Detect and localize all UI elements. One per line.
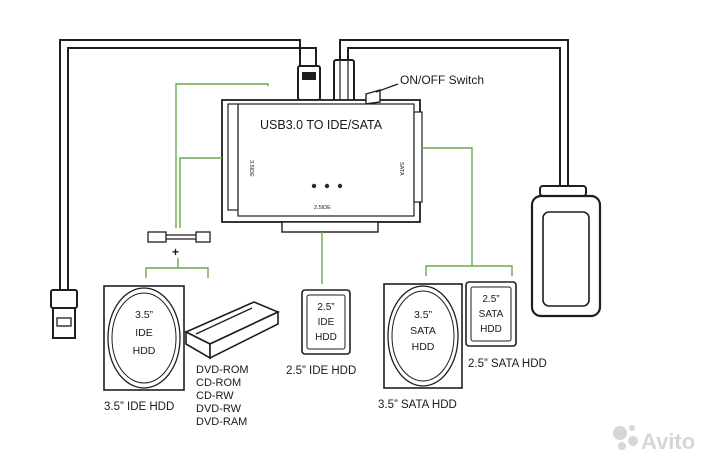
- led-2: [324, 183, 330, 189]
- sata25-line1: 2.5”: [482, 294, 499, 305]
- power-cable: [339, 39, 569, 192]
- usb-plug-icon: [50, 65, 321, 339]
- hdd-icon: 3.5” SATA HDD: [383, 283, 463, 389]
- optical-caption-3: CD-RW: [196, 390, 234, 402]
- ide25-caption: 2.5” IDE HDD: [286, 365, 356, 377]
- optical-caption-1: DVD-ROM: [196, 364, 249, 376]
- optical-caption-4: DVD-RW: [196, 403, 242, 415]
- ide25-line1: 2.5”: [317, 302, 334, 313]
- sata35-line2: SATA: [410, 325, 436, 337]
- led-3: [337, 183, 343, 189]
- hdd-icon: 3.5” IDE HDD: [103, 285, 185, 391]
- dc-jack-icon: [333, 59, 355, 103]
- power-adapter-icon: [530, 185, 602, 318]
- right-port-label: SATA: [398, 162, 404, 176]
- ide25-line3: HDD: [315, 332, 337, 343]
- optical-drive-icon: [184, 301, 280, 360]
- adapter-title: USB3.0 TO IDE/SATA: [260, 118, 383, 132]
- sata35-line3: HDD: [412, 341, 435, 353]
- sata25-caption: 2.5” SATA HDD: [468, 358, 547, 370]
- led-1: [311, 183, 317, 189]
- sata35-caption: 3.5” SATA HDD: [378, 399, 457, 411]
- optical-caption-2: CD-ROM: [196, 377, 241, 389]
- sata35-line1: 3.5”: [414, 309, 433, 321]
- usb-cable: [59, 39, 317, 290]
- avito-watermark: Avito: [613, 425, 695, 454]
- bottom-port-label: 2.5IDE: [314, 205, 331, 211]
- power-cable-icon: +: [147, 231, 211, 259]
- watermark-text: Avito: [641, 429, 695, 454]
- switch-pointer: [375, 83, 399, 93]
- ide35-line3: HDD: [133, 345, 156, 357]
- optical-caption-5: DVD-RAM: [196, 416, 247, 428]
- left-port-label: 3.5IDE: [248, 160, 254, 177]
- hdd-icon: 2.5” SATA HDD: [465, 281, 517, 347]
- hdd-icon: 2.5” IDE HDD: [301, 289, 351, 355]
- switch-label: ON/OFF Switch: [400, 73, 484, 87]
- green-connectors: [145, 83, 513, 284]
- sata25-line3: HDD: [480, 324, 502, 335]
- sata25-line2: SATA: [479, 309, 504, 320]
- usb-adapter: USB3.0 TO IDE/SATA 3.5IDE SATA 2.5IDE: [221, 89, 423, 233]
- ide35-line2: IDE: [135, 327, 153, 339]
- ide35-line1: 3.5”: [135, 309, 154, 321]
- ide25-line2: IDE: [318, 317, 335, 328]
- ide35-caption: 3.5” IDE HDD: [104, 401, 174, 413]
- polarity-label: +: [172, 245, 179, 259]
